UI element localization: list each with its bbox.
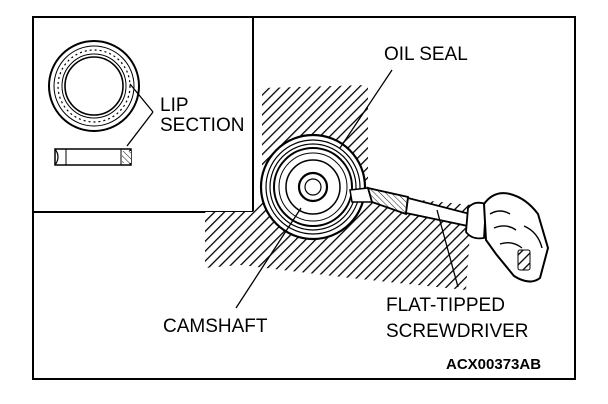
hand bbox=[482, 192, 550, 283]
lip-label-line2: SECTION bbox=[160, 115, 244, 136]
screwdriver-label-line1: FLAT-TIPPED bbox=[386, 295, 505, 316]
camshaft-label: CAMSHAFT bbox=[163, 316, 268, 337]
camshaft-leader bbox=[235, 207, 302, 309]
inset-box bbox=[32, 16, 254, 213]
screwdriver-leader bbox=[436, 209, 459, 288]
inset-seal-front-view bbox=[48, 40, 140, 132]
figure-code: ACX00373AB bbox=[446, 356, 541, 373]
lip-leader-lines bbox=[126, 83, 154, 147]
lip-label-line1: LIP bbox=[160, 95, 189, 116]
oil-seal-label: OIL SEAL bbox=[384, 44, 468, 65]
camshaft bbox=[285, 159, 341, 215]
screwdriver-label-line2: SCREWDRIVER bbox=[386, 321, 529, 342]
inset-seal-side-view bbox=[54, 148, 132, 166]
oil-seal-leader bbox=[339, 69, 393, 149]
